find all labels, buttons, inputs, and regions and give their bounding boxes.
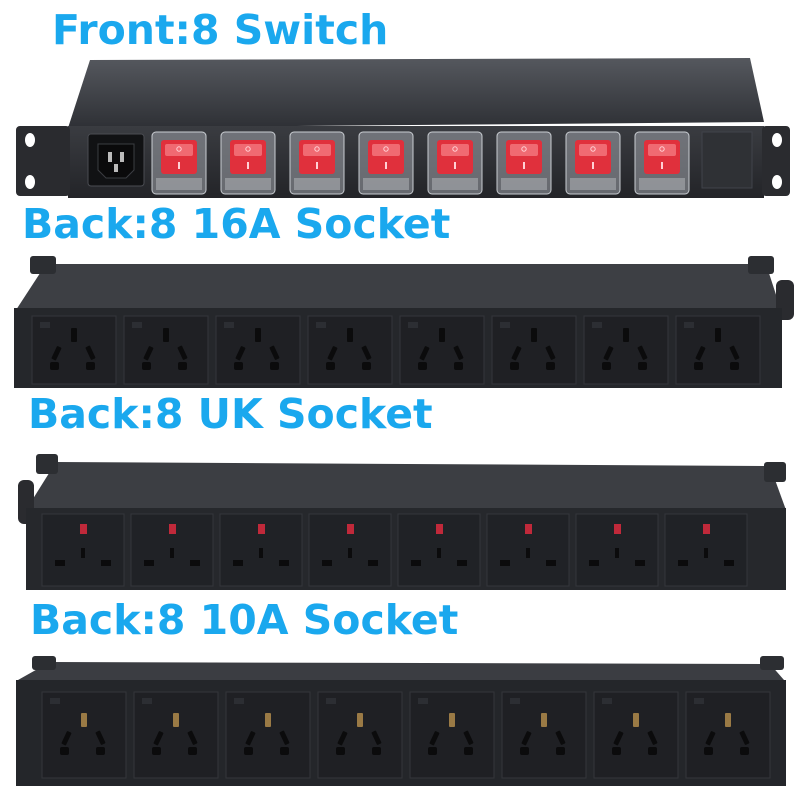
universal-socket-icon <box>307 315 393 385</box>
universal-socket-icon <box>399 315 485 385</box>
universal-socket-icon <box>225 691 311 779</box>
rocker-switch-icon <box>496 131 552 195</box>
universal-socket-icon <box>317 691 403 779</box>
rocker-switch-icon <box>151 131 207 195</box>
universal-socket-icon <box>675 315 761 385</box>
rocker-switch-icon <box>427 131 483 195</box>
back-uk-socket-caption: Back:8 UK Socket <box>28 390 433 438</box>
universal-socket-icon <box>215 315 301 385</box>
uk-socket-icon <box>664 513 748 587</box>
front-pdu-unit <box>12 52 792 212</box>
uk-socket-icon <box>397 513 481 587</box>
uk-socket-icon <box>130 513 214 587</box>
back-16a-socket-caption: Back:8 16A Socket <box>22 200 451 248</box>
uk-socket-icon <box>486 513 570 587</box>
rocker-switch-icon <box>634 131 690 195</box>
universal-socket-icon <box>409 691 495 779</box>
back-uk-pdu-image <box>18 454 786 590</box>
universal-socket-icon <box>123 315 209 385</box>
universal-socket-icon <box>133 691 219 779</box>
rocker-switch-icon <box>289 131 345 195</box>
universal-socket-icon <box>685 691 771 779</box>
uk-socket-icon <box>308 513 392 587</box>
back-10a-pdu-image <box>16 656 786 786</box>
back-16a-pdu-image <box>14 256 794 388</box>
rocker-switch-icon <box>565 131 621 195</box>
back-16a-pdu-unit <box>6 250 796 395</box>
iec-inlet-icon <box>87 133 145 187</box>
universal-socket-icon <box>501 691 587 779</box>
back-10a-socket-caption: Back:8 10A Socket <box>30 596 459 644</box>
universal-socket-icon <box>593 691 679 779</box>
front-pdu-image <box>16 58 790 198</box>
universal-socket-icon <box>583 315 669 385</box>
back-uk-pdu-unit <box>12 448 797 598</box>
front-switch-caption: Front:8 Switch <box>52 6 389 54</box>
uk-socket-icon <box>575 513 659 587</box>
universal-socket-icon <box>31 315 117 385</box>
uk-socket-icon <box>219 513 303 587</box>
universal-socket-icon <box>41 691 127 779</box>
uk-socket-icon <box>41 513 125 587</box>
rocker-switch-icon <box>358 131 414 195</box>
universal-socket-icon <box>491 315 577 385</box>
rocker-switch-icon <box>220 131 276 195</box>
back-10a-pdu-unit <box>12 656 797 796</box>
